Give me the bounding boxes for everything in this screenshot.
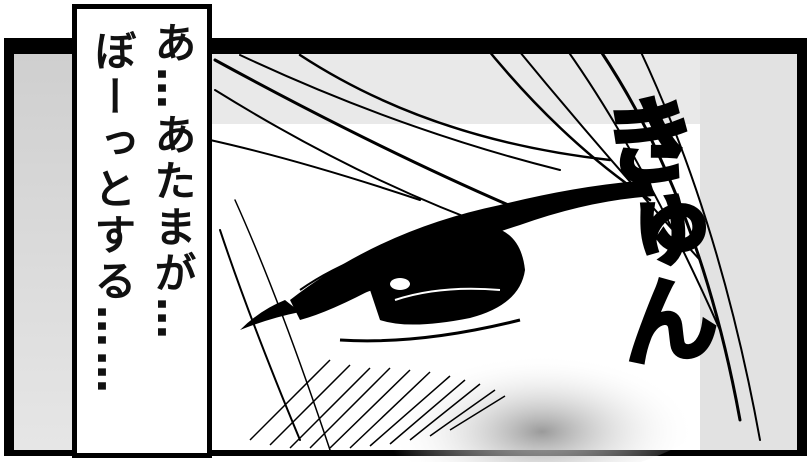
- left-screentone: [14, 54, 74, 450]
- lower-eyelid: [339, 318, 521, 343]
- top-screentone: [210, 54, 797, 124]
- caption-line-1: あ…あたまが…: [148, 21, 197, 343]
- eye-shine: [390, 278, 410, 290]
- caption-line-2: ぼーっとする……: [88, 29, 137, 397]
- hair-strands: [209, 38, 761, 451]
- sparkle: [434, 364, 446, 372]
- iris-highlight-line: [394, 287, 501, 301]
- iris: [370, 224, 525, 325]
- blush-hatching: [249, 359, 506, 449]
- caption-box: あ…あたまが… ぼーっとする……: [72, 4, 212, 458]
- upper-eyelid: [290, 180, 655, 320]
- lash-flick: [240, 300, 300, 330]
